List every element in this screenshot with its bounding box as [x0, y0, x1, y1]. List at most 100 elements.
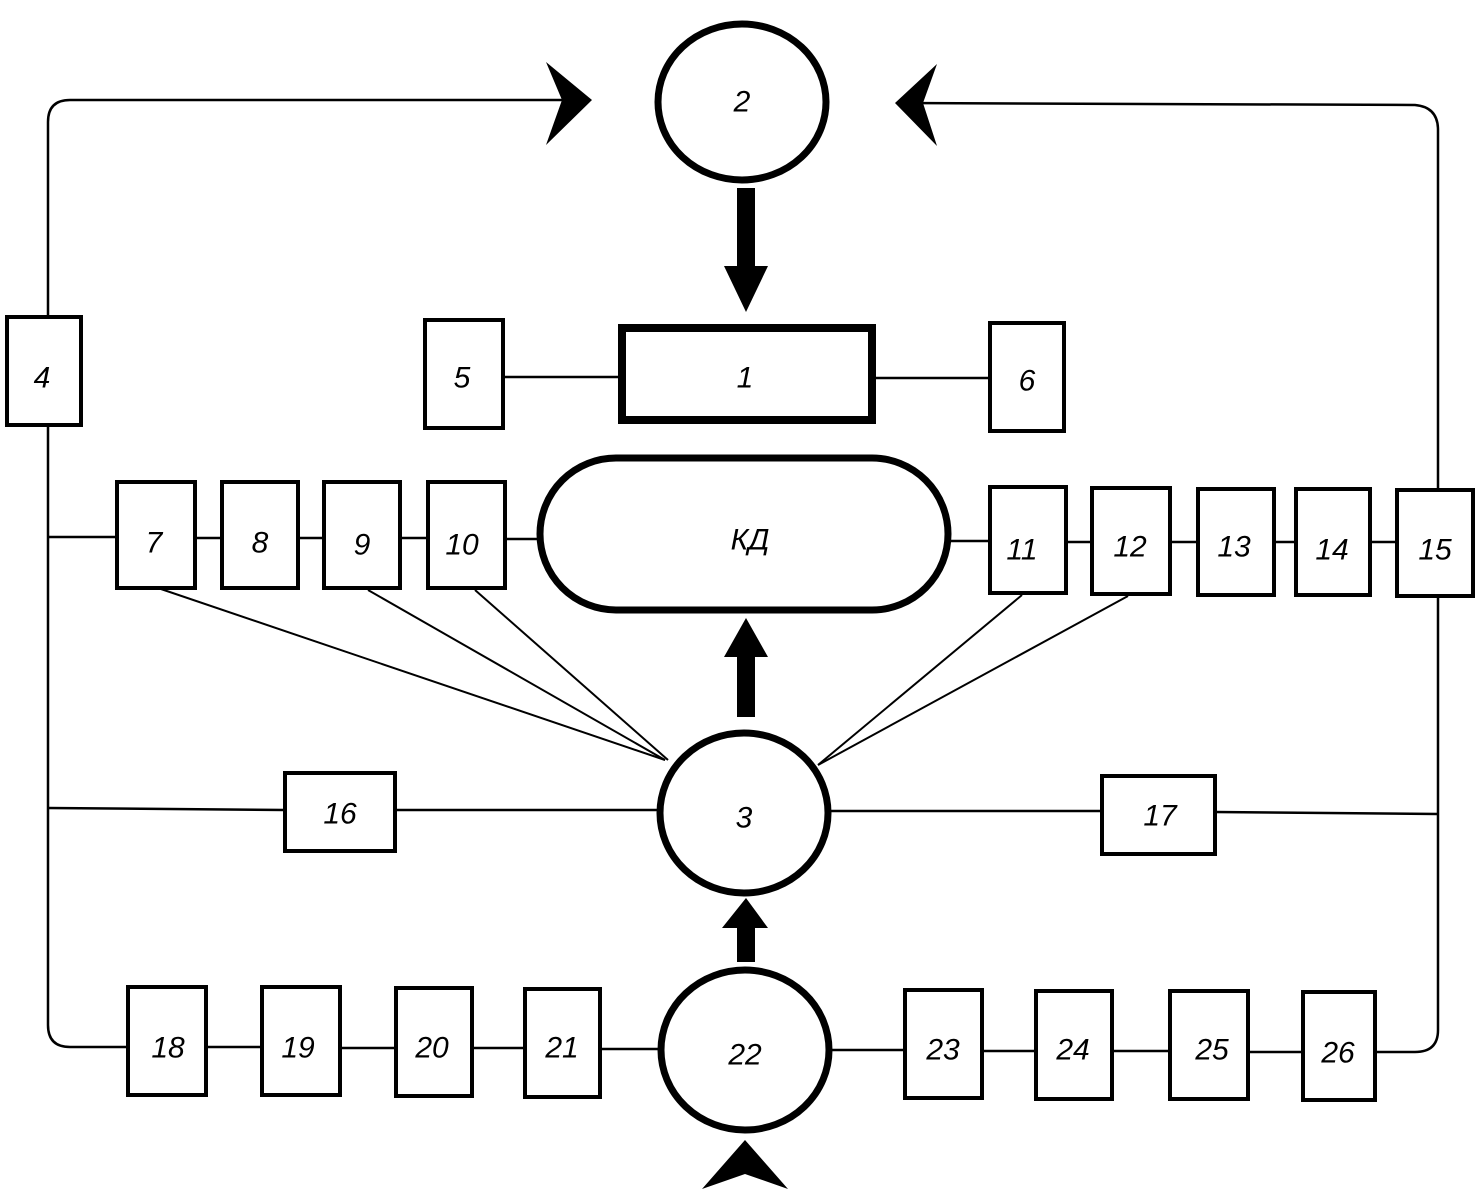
node-4-box: [5, 315, 83, 427]
arrowhead-left-icon: [895, 64, 937, 146]
node-5-box: [423, 318, 505, 430]
node-25-box: [1168, 989, 1250, 1101]
node-5[interactable]: 5: [423, 318, 505, 430]
node-3-label: 3: [736, 802, 753, 835]
node-kd-label: КД: [731, 524, 770, 557]
node-21-label: 21: [544, 1032, 578, 1065]
node-4[interactable]: 4: [5, 315, 83, 427]
node-3-circle: [656, 729, 832, 897]
node-6[interactable]: 6: [988, 321, 1066, 433]
node-16-box: [283, 771, 397, 853]
node-19-label: 19: [281, 1032, 315, 1065]
node-8-box: [220, 480, 300, 590]
node-11-label: 11: [1006, 534, 1037, 567]
node-14[interactable]: 14: [1294, 487, 1372, 597]
node-10-label: 10: [445, 529, 479, 562]
node-18-label: 18: [151, 1032, 185, 1065]
node-7-box: [115, 480, 197, 590]
node-2-label: 2: [733, 86, 751, 119]
node-26-box: [1301, 990, 1377, 1102]
arrowhead-up-icon: [702, 1140, 788, 1189]
node-25-label: 25: [1194, 1034, 1229, 1067]
node-10-box: [426, 480, 507, 590]
thick-arrow-up-kd-icon: [724, 618, 768, 717]
node-12-box: [1090, 486, 1172, 596]
node-25[interactable]: 25: [1168, 989, 1250, 1101]
node-2[interactable]: 2: [654, 20, 830, 184]
node-22-label: 22: [727, 1039, 762, 1072]
node-1-box: [618, 324, 876, 424]
thick-arrow-down-icon: [724, 188, 768, 312]
node-26-label: 26: [1320, 1037, 1355, 1070]
right-bus-line: [1375, 596, 1440, 1054]
connectors: [46, 98, 1440, 1054]
node-20[interactable]: 20: [394, 986, 474, 1098]
node-16-label: 16: [323, 798, 357, 831]
node-23-label: 23: [925, 1034, 960, 1067]
node-8[interactable]: 8: [220, 480, 300, 590]
node-21[interactable]: 21: [523, 987, 602, 1099]
node-15[interactable]: 15: [1395, 488, 1475, 598]
node-14-label: 14: [1315, 534, 1348, 567]
node-22-circle: [657, 966, 833, 1134]
node-2-circle: [654, 20, 830, 184]
node-15-label: 15: [1418, 534, 1452, 567]
arrows: [546, 62, 937, 1189]
node-20-label: 20: [414, 1032, 449, 1065]
node-19[interactable]: 19: [260, 985, 342, 1097]
node-1-label: 1: [737, 362, 754, 395]
node-12[interactable]: 12: [1090, 486, 1172, 596]
edge-17-bus: [1214, 810, 1439, 816]
node-5-label: 5: [454, 362, 471, 395]
node-24[interactable]: 24: [1034, 989, 1114, 1101]
node-8-label: 8: [252, 527, 269, 560]
node-14-box: [1294, 487, 1372, 597]
node-13-label: 13: [1217, 531, 1251, 564]
left-feedback-line: [46, 98, 590, 318]
node-3[interactable]: 3: [656, 729, 832, 897]
node-26[interactable]: 26: [1301, 990, 1377, 1102]
node-11-box: [988, 485, 1068, 595]
node-7-label: 7: [146, 527, 164, 560]
node-1[interactable]: 1: [618, 324, 876, 424]
node-18[interactable]: 18: [126, 985, 208, 1097]
right-feedback-line: [899, 101, 1440, 490]
edge-7-3: [154, 586, 666, 761]
edge-9-3: [367, 589, 666, 761]
node-22[interactable]: 22: [657, 966, 833, 1134]
node-18-box: [126, 985, 208, 1097]
node-kd[interactable]: КД: [536, 454, 952, 614]
node-10[interactable]: 10: [426, 480, 507, 590]
node-20-box: [394, 986, 474, 1098]
node-13[interactable]: 13: [1196, 487, 1276, 597]
edge-12-3: [817, 595, 1129, 766]
node-kd-shape: [536, 454, 952, 614]
node-23-box: [903, 988, 984, 1100]
node-17[interactable]: 17: [1100, 774, 1217, 856]
node-11[interactable]: 11: [988, 485, 1068, 595]
node-21-box: [523, 987, 602, 1099]
node-16[interactable]: 16: [283, 771, 397, 853]
edge-11-3: [817, 594, 1023, 766]
node-9-box: [322, 480, 402, 590]
node-17-label: 17: [1143, 800, 1178, 833]
nodes: 2 1 4 5 6 КД 7: [5, 20, 1475, 1134]
node-4-label: 4: [34, 362, 51, 395]
node-17-box: [1100, 774, 1217, 856]
node-9[interactable]: 9: [322, 480, 402, 590]
node-7[interactable]: 7: [115, 480, 197, 590]
node-24-label: 24: [1055, 1034, 1089, 1067]
node-6-box: [988, 321, 1066, 433]
node-12-label: 12: [1113, 531, 1147, 564]
edge-10-3: [474, 589, 669, 761]
left-bus-line: [46, 426, 128, 1049]
node-19-box: [260, 985, 342, 1097]
node-13-box: [1196, 487, 1276, 597]
node-6-label: 6: [1019, 365, 1036, 398]
node-15-box: [1395, 488, 1475, 598]
arrowhead-right-icon: [546, 62, 592, 145]
thick-arrow-up-3-icon: [722, 898, 768, 962]
node-9-label: 9: [354, 529, 371, 562]
node-23[interactable]: 23: [903, 988, 984, 1100]
